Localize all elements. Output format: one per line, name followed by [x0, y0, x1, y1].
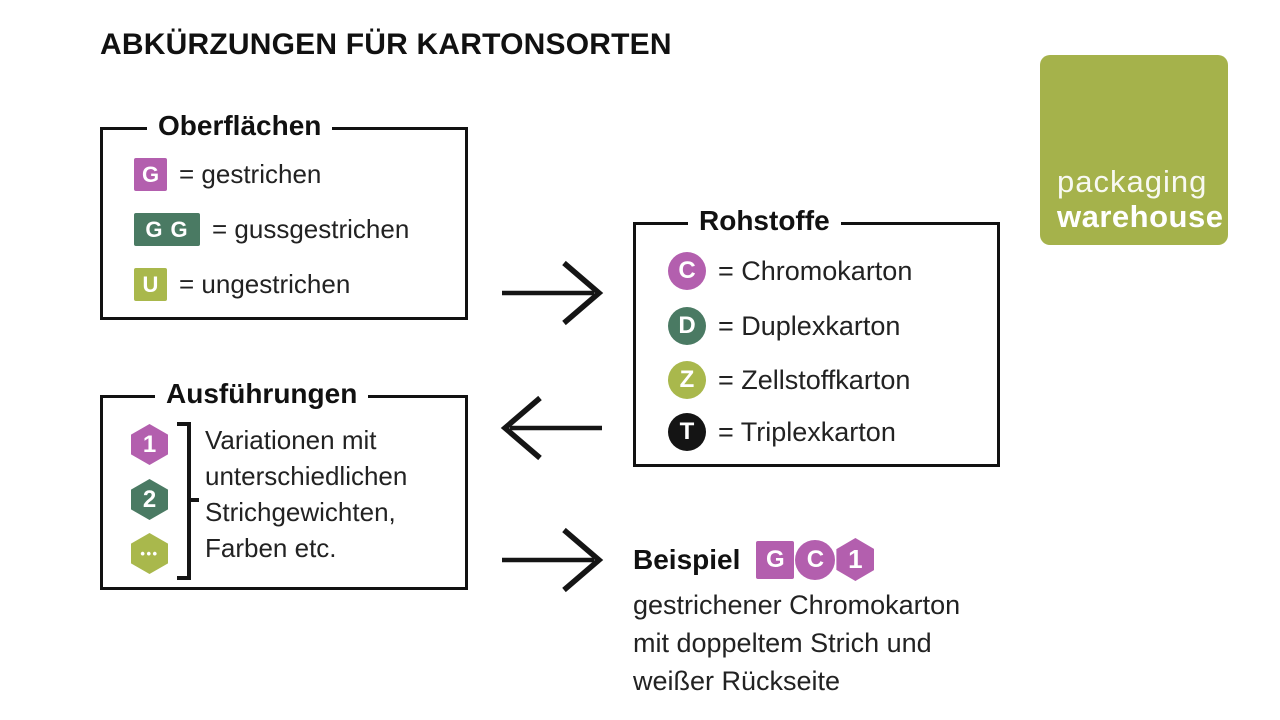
box-rohstoffe-title: Rohstoffe: [688, 205, 841, 237]
badge-dots-hexagon-icon: •••: [131, 533, 168, 574]
legend-row-zellstoffkarton: Z = Zellstoffkarton: [668, 361, 910, 399]
ausfuehrungen-description: Variationen mit unterschiedlichen Strich…: [205, 425, 408, 563]
badge-g-square-icon: G: [134, 158, 167, 191]
badge-c-circle-icon: C: [668, 252, 706, 290]
badge-2-hexagon-icon: 2: [131, 479, 168, 520]
logo-line-packaging: packaging: [1057, 164, 1208, 199]
badge-c-circle-icon: C: [795, 539, 836, 580]
logo-line-warehouse: warehouse: [1057, 199, 1224, 234]
legend-row-label: = Zellstoffkarton: [718, 364, 911, 395]
legend-row-gestrichen: G = gestrichen: [134, 158, 321, 191]
beispiel-label: Beispiel: [633, 543, 741, 575]
legend-row-ungestrichen: U = ungestrichen: [134, 268, 350, 301]
box-ausfuehrungen-title: Ausführungen: [155, 378, 369, 410]
legend-row-label: = Triplexkarton: [718, 416, 896, 447]
beispiel-row: Beispiel G C 1: [633, 538, 875, 581]
badge-1-hexagon-icon: 1: [836, 538, 875, 581]
page-title: ABKÜRZUNGEN FÜR KARTONSORTEN: [100, 28, 672, 61]
arrow-right-icon: [502, 527, 604, 593]
legend-row-duplexkarton: D = Duplexkarton: [668, 307, 900, 345]
badge-u-square-icon: U: [134, 268, 167, 301]
badge-t-circle-icon: T: [668, 413, 706, 451]
legend-row-triplexkarton: T = Triplexkarton: [668, 413, 896, 451]
arrow-right-icon: [502, 260, 604, 326]
logo-text: packaging warehouse: [1057, 164, 1223, 234]
packaging-warehouse-logo: packaging warehouse: [1040, 55, 1228, 245]
legend-row-label: = gestrichen: [179, 159, 322, 189]
beispiel-badges: G C 1: [756, 538, 875, 581]
badge-gg-square-icon: G G: [134, 213, 200, 246]
beispiel-description: gestrichener Chromokarton mit doppeltem …: [633, 590, 961, 696]
box-oberflaechen: Oberflächen G = gestrichen G G = gussges…: [100, 110, 468, 320]
badge-g-square-icon: G: [756, 540, 795, 579]
legend-row-chromokarton: C = Chromokarton: [668, 252, 912, 290]
badge-1-hexagon-icon: 1: [131, 424, 168, 465]
badge-d-circle-icon: D: [668, 307, 706, 345]
legend-row-label: = ungestrichen: [179, 269, 351, 299]
legend-row-label: = Duplexkarton: [718, 310, 901, 341]
legend-row-gussgestrichen: G G = gussgestrichen: [134, 213, 409, 246]
bracket-icon: [177, 422, 199, 580]
box-ausfuehrungen: Ausführungen 1 2 ••• Variationen mit unt…: [100, 378, 468, 590]
box-rohstoffe: Rohstoffe C = Chromokarton D = Duplexkar…: [633, 205, 1000, 467]
legend-row-label: = gussgestrichen: [212, 214, 410, 244]
badge-z-circle-icon: Z: [668, 361, 706, 399]
box-oberflaechen-title: Oberflächen: [147, 110, 333, 142]
legend-row-label: = Chromokarton: [718, 255, 913, 286]
arrow-left-icon: [500, 395, 602, 461]
